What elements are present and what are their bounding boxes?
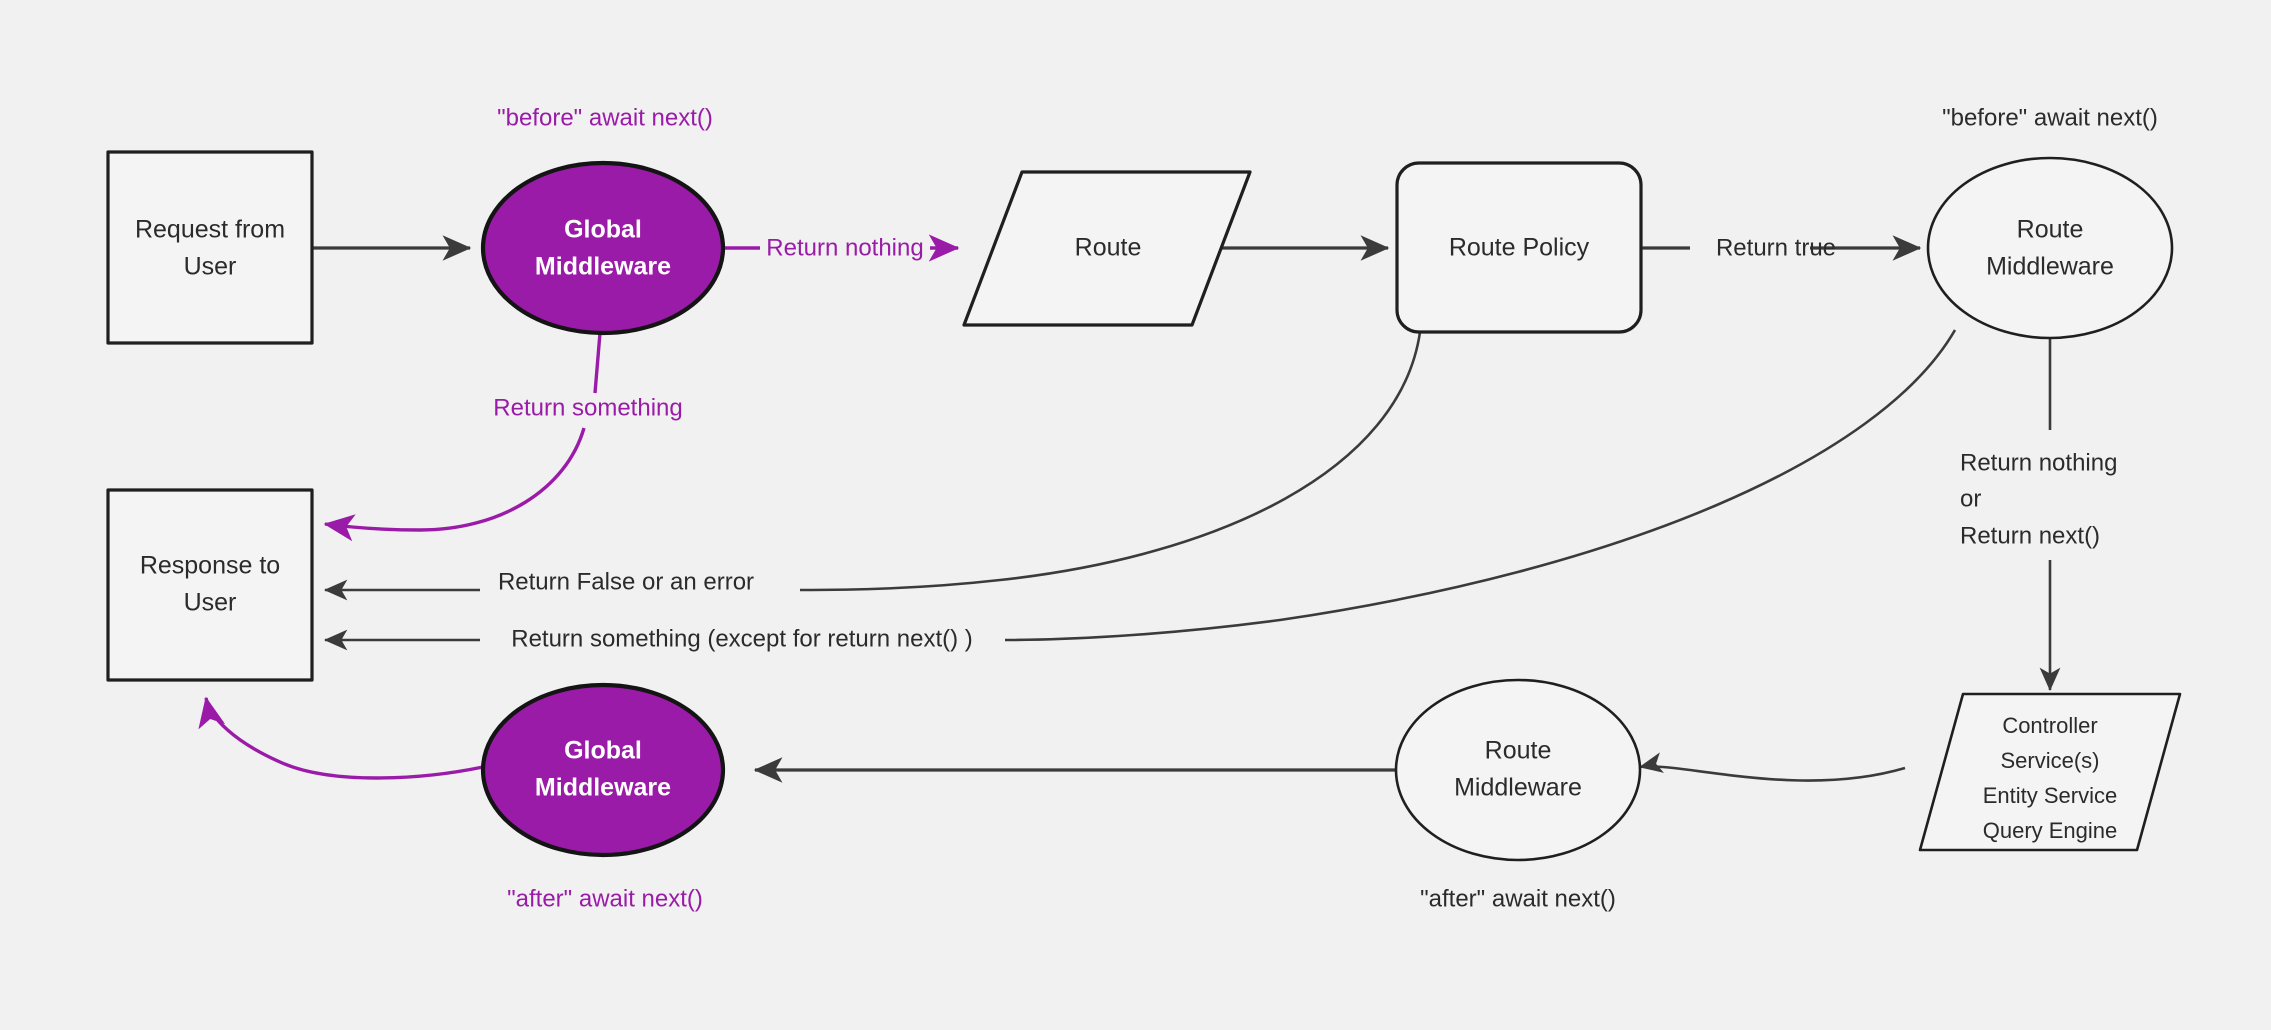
edge-global-return-something-stub: [593, 332, 602, 394]
route-parallelogram: [962, 170, 1252, 327]
edge-label-return-true: Return true: [1716, 234, 1836, 261]
response-to-user-rect: [106, 488, 314, 682]
node-route[interactable]: Route: [962, 170, 1252, 327]
edge-label-return-nothing-or-next-line3: Return next(): [1960, 522, 2100, 549]
node-global-middleware-after[interactable]: Global Middleware: [480, 682, 726, 858]
edge-route-policy-return-false-curve: [799, 331, 1422, 592]
route-middleware-after-ellipse: [1394, 678, 1642, 862]
edge-label-return-something-global: Return something: [493, 394, 682, 421]
edge-route-middleware-return-something-curve: [1004, 329, 1957, 642]
edge-label-return-nothing-or-next-line1: Return nothing: [1960, 449, 2117, 476]
response-to-user-label-line1: Response to: [140, 552, 280, 580]
edge-controller-to-route-middleware-after: [1638, 752, 1906, 782]
caption-global-middleware-after: "after" await next(): [507, 885, 703, 912]
edge-label-return-something-except-next: Return something (except for return next…: [511, 625, 973, 652]
edge-label-return-nothing: Return nothing: [766, 234, 923, 261]
request-from-user-label-line2: User: [184, 253, 237, 281]
route-middleware-after-label-line2: Middleware: [1454, 774, 1582, 802]
global-middleware-after-label-line1: Global: [564, 737, 642, 765]
global-middleware-before-ellipse: [480, 160, 726, 336]
global-middleware-after-ellipse: [480, 682, 726, 858]
controller-services-label-line2: Service(s): [2000, 748, 2099, 773]
global-middleware-after-label-line2: Middleware: [535, 774, 671, 802]
route-middleware-before-label-line1: Route: [2017, 216, 2084, 244]
node-controller-services[interactable]: Controller Service(s) Entity Service Que…: [1918, 692, 2182, 852]
global-middleware-before-label-line1: Global: [564, 216, 642, 244]
request-from-user-label-line1: Request from: [135, 216, 285, 244]
controller-services-label-line4: Query Engine: [1983, 818, 2118, 843]
node-request-from-user[interactable]: Request from User: [106, 150, 314, 345]
route-policy-label: Route Policy: [1449, 234, 1590, 262]
edge-global-middleware-after-to-response: [198, 696, 484, 780]
node-route-middleware-after[interactable]: Route Middleware: [1394, 678, 1642, 862]
edge-global-middleware-return-something: [323, 427, 586, 542]
caption-route-middleware-after: "after" await next(): [1420, 885, 1616, 912]
global-middleware-before-label-line2: Middleware: [535, 253, 671, 281]
controller-services-parallelogram: [1918, 692, 2182, 852]
route-middleware-before-ellipse: [1926, 156, 2174, 340]
request-from-user-rect: [106, 150, 314, 345]
route-middleware-after-label-line1: Route: [1485, 737, 1552, 765]
route-policy-rect: [1395, 161, 1643, 334]
node-route-middleware-before[interactable]: Route Middleware: [1926, 156, 2174, 340]
edge-label-return-false-or-error: Return False or an error: [498, 568, 754, 595]
node-route-policy[interactable]: Route Policy: [1395, 161, 1643, 334]
route-middleware-before-label-line2: Middleware: [1986, 253, 2114, 281]
route-label: Route: [1075, 234, 1142, 262]
caption-global-middleware-before: "before" await next(): [497, 104, 713, 131]
response-to-user-label-line2: User: [184, 589, 237, 617]
node-response-to-user[interactable]: Response to User: [106, 488, 314, 682]
edge-label-return-nothing-or-next-line2: or: [1960, 485, 1981, 512]
node-global-middleware-before[interactable]: Global Middleware: [480, 160, 726, 336]
controller-services-label-line1: Controller: [2002, 713, 2097, 738]
controller-services-label-line3: Entity Service: [1983, 783, 2118, 808]
caption-route-middleware-before: "before" await next(): [1942, 104, 2158, 131]
